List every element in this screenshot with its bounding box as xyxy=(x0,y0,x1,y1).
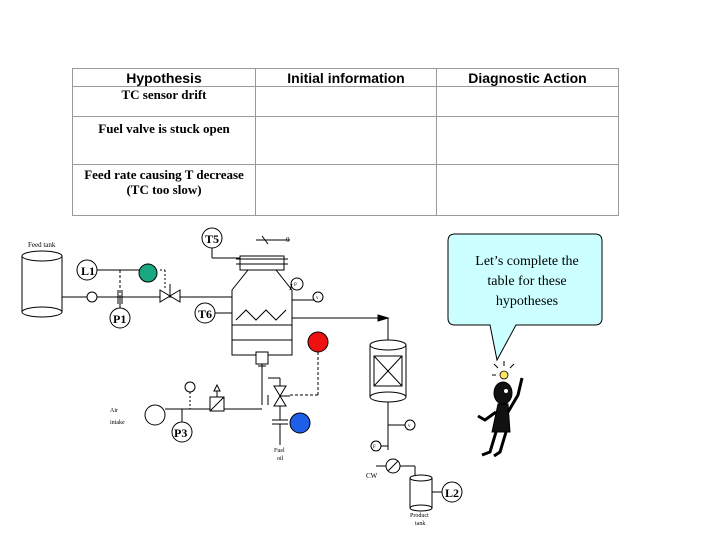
small-indicator-icon xyxy=(290,277,304,291)
callout-text: Let’s complete the table for these hypot… xyxy=(452,252,602,312)
product-label: tank xyxy=(415,521,425,527)
p3-label: P3 xyxy=(174,426,187,440)
feed-control-valve-icon xyxy=(159,284,181,303)
fuel-label: Fuel xyxy=(274,448,285,454)
hypothesis-line: Feed rate causing T decrease xyxy=(84,167,244,182)
hypothesis-cell: Fuel valve is stuck open xyxy=(72,116,256,165)
stick-figure xyxy=(477,377,524,458)
air-label: Air xyxy=(110,408,118,414)
separator-vessel xyxy=(369,339,407,403)
table-row: TC sensor drift xyxy=(72,86,619,117)
hypothesis-line: (TC too slow) xyxy=(126,182,202,197)
diagnostic-action-cell[interactable] xyxy=(436,164,619,216)
initial-information-cell[interactable] xyxy=(255,86,437,117)
t5-label: T5 xyxy=(205,232,219,246)
lightbulb-icon xyxy=(492,361,515,380)
pressure-indicator-p3: P3 xyxy=(171,421,193,443)
callout-line: hypotheses xyxy=(495,294,559,309)
hypothesis-cell: Feed rate causing T decrease (TC too slo… xyxy=(72,164,256,216)
level-indicator-l2: L2 xyxy=(441,481,463,503)
header-diagnostic-action: Diagnostic Action xyxy=(436,68,619,87)
initial-information-cell[interactable] xyxy=(255,164,437,216)
air-blower-icon xyxy=(144,404,166,426)
stack-label: 0 xyxy=(286,236,290,244)
l1-label: L1 xyxy=(81,264,95,278)
callout-shape xyxy=(447,233,603,362)
hypothesis-table: Hypothesis Initial information Diagnosti… xyxy=(72,68,619,216)
valve-v-label: v xyxy=(316,296,319,301)
table-row: Feed rate causing T decrease (TC too slo… xyxy=(72,164,619,216)
fuel-control-valve-icon xyxy=(273,385,290,407)
valve-v-label: v xyxy=(408,424,411,429)
air-label: intake xyxy=(110,420,125,426)
process-diagram: Feed tank L1 P1 0 T5 xyxy=(21,227,463,527)
temperature-indicator-t6: T6 xyxy=(194,302,216,324)
hypothesis-cell: TC sensor drift xyxy=(72,86,256,117)
l2-label: L2 xyxy=(445,486,459,500)
level-indicator-l1: L1 xyxy=(76,259,98,281)
initial-information-cell[interactable] xyxy=(255,116,437,165)
feed-tank xyxy=(21,250,63,318)
callout-line: Let’s complete the xyxy=(475,254,579,269)
furnace xyxy=(231,255,293,356)
product-label: Product xyxy=(410,513,429,519)
flow-label: F xyxy=(373,445,376,450)
temperature-indicator-t5: T5 xyxy=(201,227,223,249)
t6-label: T6 xyxy=(198,307,212,321)
feed-tank-label: Feed tank xyxy=(28,241,56,249)
p1-label: P1 xyxy=(113,312,126,326)
callout-line: table for these xyxy=(487,274,567,289)
fuel-label: oil xyxy=(277,456,284,462)
header-hypothesis: Hypothesis xyxy=(72,68,256,87)
cw-label: CW xyxy=(366,472,378,480)
blue-indicator-icon xyxy=(289,412,311,434)
small-indicator-label: P xyxy=(294,283,297,288)
feed-pump-icon xyxy=(86,291,98,303)
header-initial-information: Initial information xyxy=(255,68,437,87)
product-tank xyxy=(409,474,433,512)
green-indicator-icon xyxy=(138,263,158,283)
